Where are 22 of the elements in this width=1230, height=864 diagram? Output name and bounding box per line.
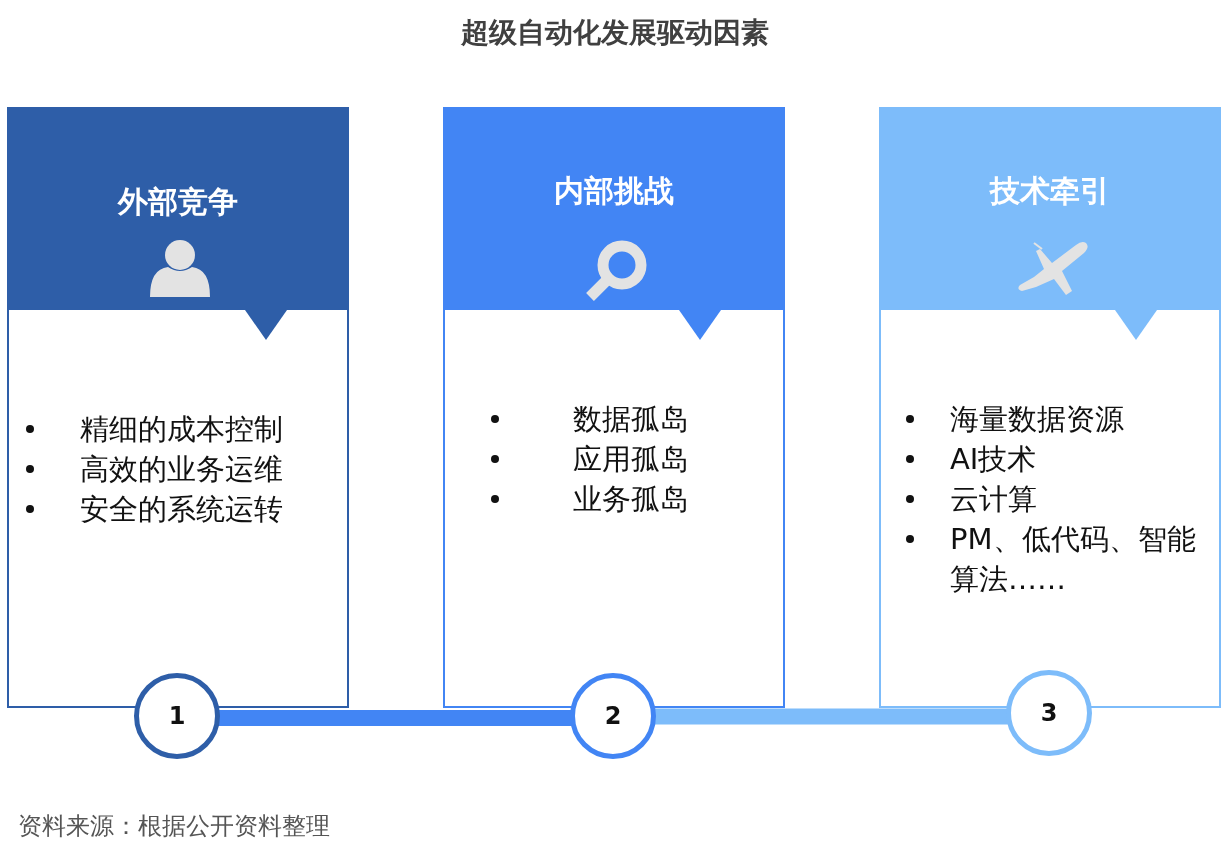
list-item: AI技术 (950, 441, 1038, 478)
list-item: 安全的系统运转 (80, 491, 284, 528)
list-item: 高效的业务运维 (80, 451, 284, 488)
connector-line (218, 710, 572, 726)
list-item: 精细的成本控制 (80, 411, 284, 448)
card-title: 技术牵引 (988, 172, 1111, 210)
card-panel (443, 107, 785, 708)
list-item: 数据孤岛 (573, 401, 690, 438)
card-title: 外部竞争 (116, 183, 239, 221)
list-item: 海量数据资源 (950, 401, 1125, 438)
list-item: PM、低代码、智能算法…… (950, 521, 1197, 598)
list-item: 云计算 (950, 481, 1038, 518)
list-item: 业务孤岛 (573, 481, 690, 518)
source-note: 资料来源：根据公开资料整理 (18, 811, 330, 842)
list-item: 应用孤岛 (573, 441, 690, 478)
diagram-title: 超级自动化发展驱动因素 (460, 15, 770, 51)
connector-line (654, 708, 1008, 725)
step-number: 3 (1040, 699, 1058, 727)
step-number: 1 (168, 702, 186, 730)
step-number: 2 (604, 702, 622, 730)
card-title: 内部挑战 (553, 172, 675, 210)
card-panel (7, 107, 349, 708)
